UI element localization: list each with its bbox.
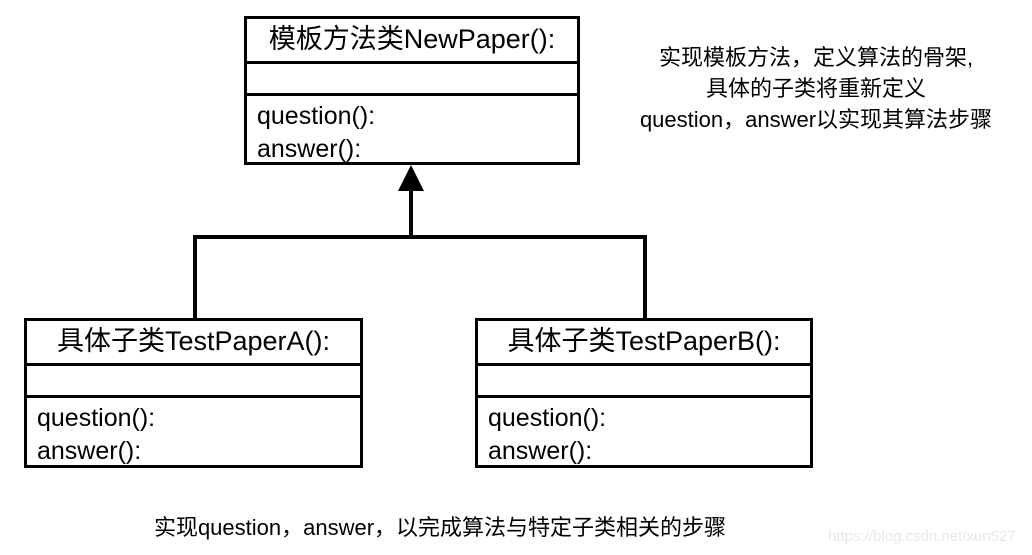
operation-item: answer(): [37, 437, 142, 465]
inheritance-connector-bar [193, 235, 647, 239]
diagram-bottom-caption: 实现question，answer，以完成算法与特定子类相关的步骤 [153, 515, 727, 540]
annotation-line: 实现模板方法，定义算法的骨架, [658, 45, 974, 70]
class-name-child-b: 具体子类TestPaperB(): [478, 321, 810, 366]
class-attributes-child-b [478, 366, 810, 398]
class-operations-child-b: question(): answer(): [478, 398, 810, 468]
inheritance-connector-stem [409, 188, 413, 239]
watermark-text: https://blog.csdn.net/xun527 [828, 528, 1016, 545]
class-attributes-child-a [27, 366, 360, 398]
inheritance-connector-drop-child-a [193, 235, 197, 319]
inheritance-arrowhead-icon [398, 165, 424, 191]
inheritance-connector-drop-child-b [643, 235, 647, 319]
operation-item: question(): [488, 404, 607, 432]
class-operations-child-a: question(): answer(): [27, 398, 360, 468]
annotation-line: question，answer以实现其算法步骤 [639, 107, 993, 133]
operation-item: question(): [37, 404, 156, 432]
operation-item: answer(): [257, 135, 362, 163]
class-operations-parent: question(): answer(): [247, 96, 577, 166]
class-attributes-parent [247, 64, 577, 96]
operation-item: question(): [257, 102, 376, 130]
uml-class-child-b: 具体子类TestPaperB(): question(): answer(): [475, 318, 813, 468]
annotation-template-method: 实现模板方法，定义算法的骨架, 具体的子类将重新定义 question，answ… [600, 42, 1032, 136]
class-name-child-a: 具体子类TestPaperA(): [27, 321, 360, 366]
uml-class-parent: 模板方法类NewPaper(): question(): answer(): [244, 16, 580, 165]
uml-class-child-a: 具体子类TestPaperA(): question(): answer(): [24, 318, 363, 468]
class-name-parent: 模板方法类NewPaper(): [247, 19, 577, 64]
annotation-line: 具体的子类将重新定义 [705, 76, 926, 102]
operation-item: answer(): [488, 437, 593, 465]
